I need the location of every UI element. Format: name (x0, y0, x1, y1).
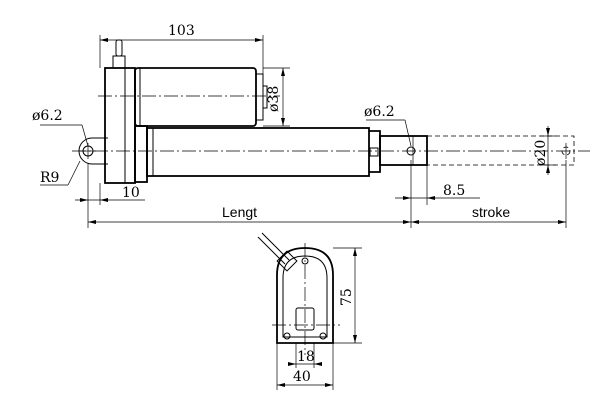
end-housing (276, 247, 334, 344)
outer-tube (134, 125, 381, 183)
motor-housing (104, 39, 268, 184)
dim-motor-diameter: ø38 (263, 67, 290, 127)
dim-8-5-label: 8.5 (443, 183, 465, 199)
dim-rear-offset: 10 (75, 164, 145, 205)
extended-rod (427, 135, 575, 166)
stroke-label: stroke (472, 204, 510, 220)
end-housing-inner (282, 255, 328, 338)
end-screw-left (283, 332, 291, 340)
dim-10-label: 10 (122, 185, 140, 201)
inner-rod (379, 135, 428, 166)
dim-overall-width: 103 (99, 23, 264, 74)
dim-75-label: 75 (339, 288, 355, 306)
dim-r9-label: R9 (40, 170, 59, 186)
end-view: 75 18 40 (257, 232, 362, 390)
dim-103-label: 103 (168, 23, 195, 39)
dim-front-offset: 8.5 (395, 160, 480, 228)
dim-rod-diameter: ø20 (533, 126, 556, 175)
dim-rear-hole-label: ø6.2 (32, 108, 63, 124)
dim-18-label: 18 (297, 349, 315, 365)
dim-front-hole: ø6.2 (364, 104, 412, 147)
dim-40-label: 40 (293, 369, 311, 385)
end-window (295, 307, 315, 331)
dim-rear-hole: ø6.2 (32, 108, 89, 147)
dim-20-label: ø20 (533, 140, 549, 166)
dim-38-label: ø38 (266, 86, 282, 112)
dim-end-height: 75 (333, 247, 362, 344)
dim-rear-radius: R9 (40, 160, 81, 186)
length-label: Lengt (222, 204, 257, 220)
end-screw-right (319, 332, 327, 340)
dim-end-inner-width: 18 (288, 343, 322, 368)
dim-length-stroke: Lengt stroke (87, 160, 567, 228)
dim-front-hole-label: ø6.2 (364, 104, 395, 120)
end-hole-top (301, 257, 309, 265)
dim-end-outer-width: 40 (276, 343, 334, 390)
side-view: 103 ø38 ø6.2 R9 (32, 23, 590, 228)
